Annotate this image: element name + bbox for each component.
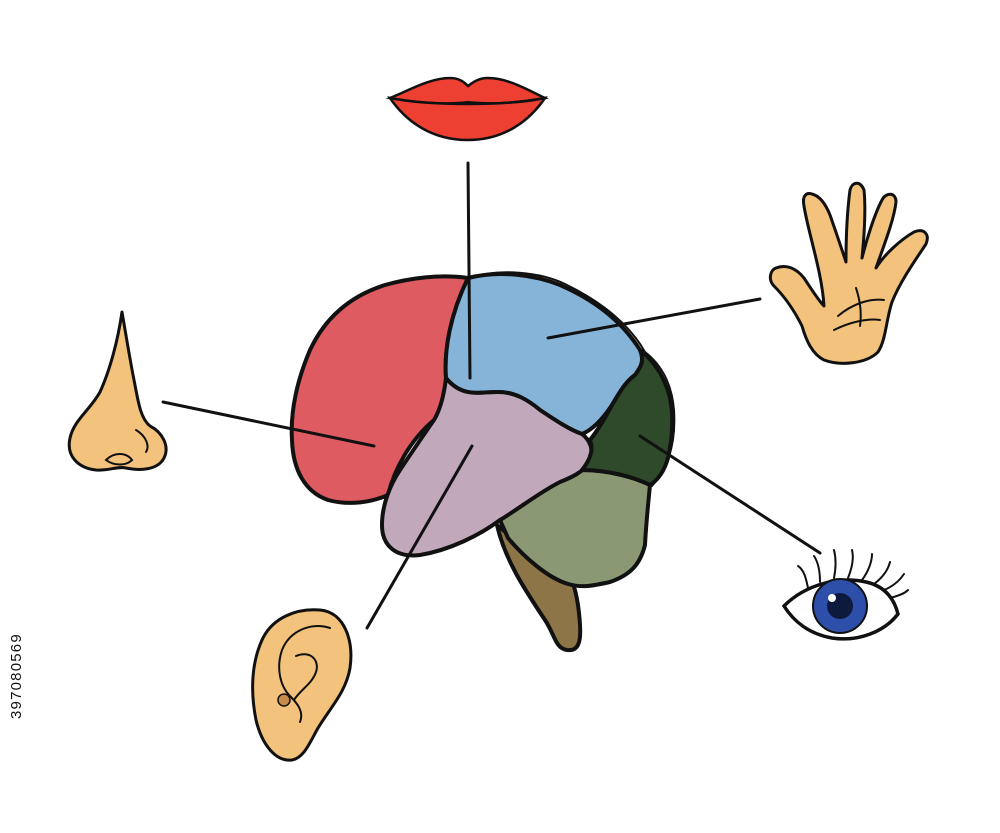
palm-lines	[833, 287, 885, 331]
connector-eye	[638, 434, 822, 555]
stock-id-label: 397080569	[7, 593, 27, 719]
nose-shape	[67, 310, 168, 472]
nose-contour	[135, 429, 149, 453]
ear-icon	[251, 608, 353, 762]
connector-nose	[161, 400, 376, 448]
eye-icon	[781, 549, 909, 641]
palm	[768, 181, 929, 365]
ear-canal	[293, 653, 318, 701]
nostril	[104, 453, 134, 466]
upper-lip	[385, 76, 549, 106]
eyelashes	[797, 549, 909, 599]
connector-ear	[365, 444, 474, 630]
nose-icon	[67, 310, 168, 472]
occipital-lobe	[580, 348, 675, 487]
brain	[289, 271, 676, 653]
ear-lobe-shade	[277, 693, 291, 707]
ear-inner	[278, 625, 331, 723]
brain-outline	[467, 271, 676, 487]
connector-hand	[546, 297, 762, 340]
eye-highlight	[828, 594, 836, 602]
connector-mouth	[466, 161, 472, 380]
ear-shape	[251, 608, 353, 762]
connectors	[161, 161, 822, 630]
lower-lip	[387, 96, 548, 142]
stock-id-number: 397080569	[8, 633, 25, 719]
lip-line	[389, 97, 546, 105]
lips-icon	[385, 76, 549, 142]
hand-icon	[768, 181, 929, 365]
